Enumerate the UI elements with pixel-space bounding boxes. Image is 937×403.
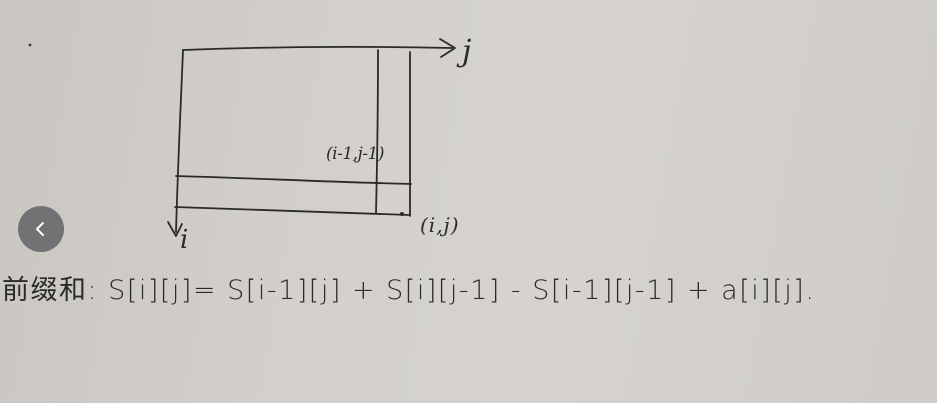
ink-speck xyxy=(28,43,32,47)
j-axis-label: j xyxy=(462,34,472,69)
j-axis-arrowhead xyxy=(439,38,456,58)
prefix-sum-formula: 前缀和: S[i][j]= S[i-1][j] + S[i][j-1] - S[… xyxy=(2,275,816,306)
i-axis-label: i xyxy=(180,225,189,255)
cell-i-j-label: (i,j) xyxy=(420,213,460,237)
cell-i-j-dot xyxy=(400,212,404,216)
column-j-minus-1-line xyxy=(375,49,379,214)
back-button[interactable] xyxy=(18,206,64,252)
i-axis-line xyxy=(175,49,184,233)
row-i-minus-1-line xyxy=(175,175,412,185)
j-axis-line xyxy=(182,46,453,51)
row-i-line xyxy=(174,206,411,216)
i-axis-arrowhead xyxy=(167,221,183,237)
chevron-left-icon xyxy=(36,222,44,236)
cell-i-minus-1-j-minus-1-label: (i-1,j-1) xyxy=(326,144,385,164)
